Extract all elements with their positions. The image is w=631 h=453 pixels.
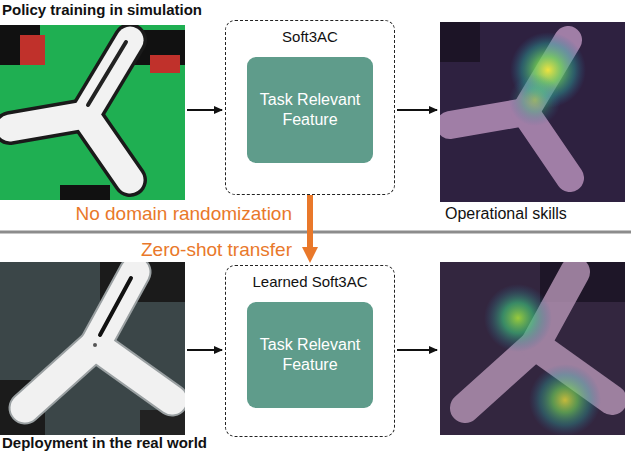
separator-line <box>0 231 631 234</box>
box-label: Task Relevant Feature <box>255 335 365 375</box>
section-title: Deployment in the real world <box>2 434 207 451</box>
attention-map <box>440 22 625 202</box>
transfer-note: Zero-shot transfer <box>141 239 292 261</box>
section-title: Policy training in simulation <box>2 1 202 18</box>
group-title: Learned Soft3AC <box>226 266 394 290</box>
group-title: Soft3AC <box>226 21 394 45</box>
transfer-arrow <box>307 195 313 251</box>
feature-box: Task Relevant Feature <box>247 302 373 408</box>
feature-box: Task Relevant Feature <box>247 57 373 163</box>
sim-image <box>0 25 185 200</box>
image-caption: Operational skills <box>445 205 567 223</box>
real-image <box>0 262 185 435</box>
transfer-note: No domain randomization <box>75 203 292 225</box>
attention-map <box>440 262 625 435</box>
box-label: Task Relevant Feature <box>255 90 365 130</box>
dashed-group: Learned Soft3AC Task Relevant Feature <box>225 265 395 437</box>
dashed-group: Soft3AC Task Relevant Feature <box>225 20 395 195</box>
